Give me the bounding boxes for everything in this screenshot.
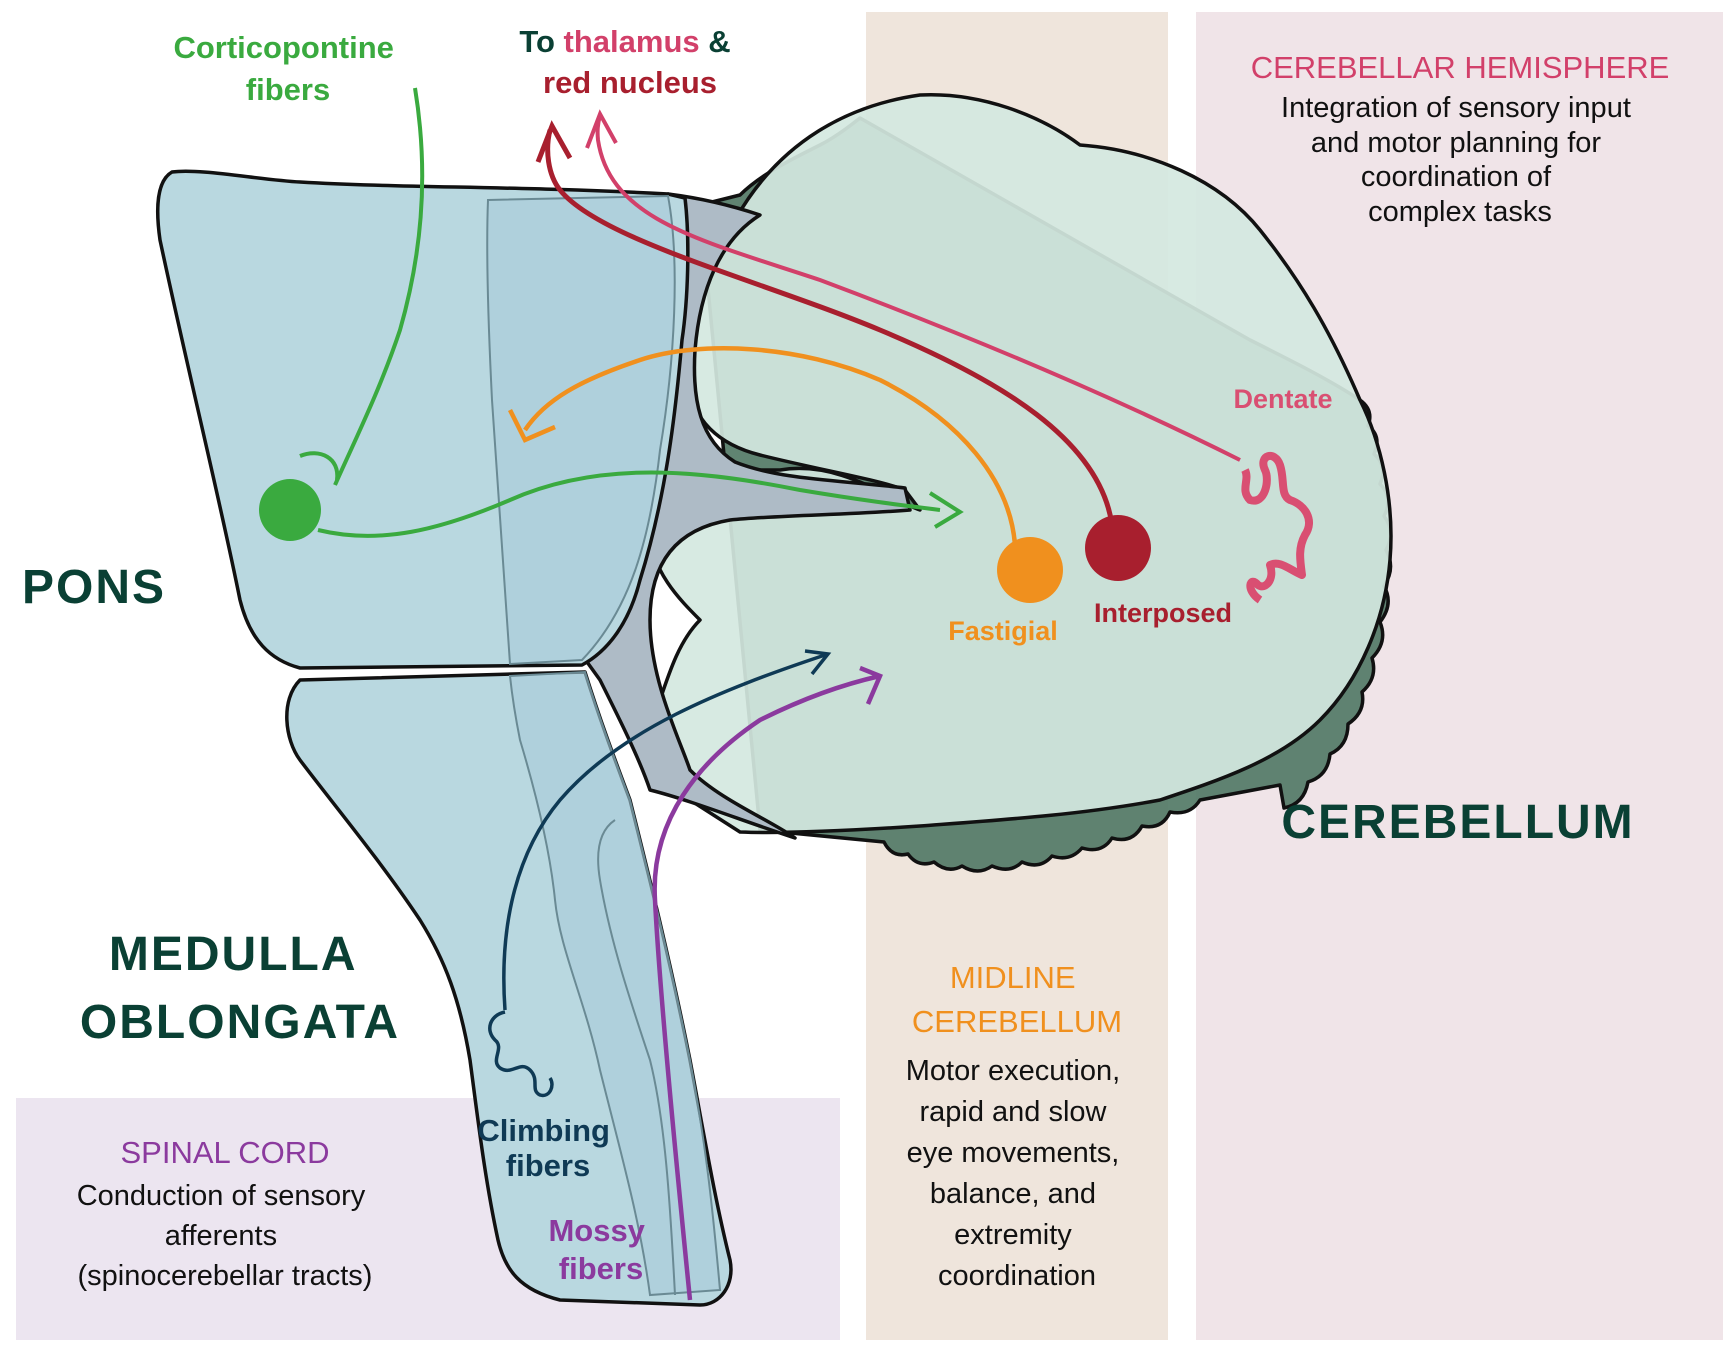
spinal-cord-title: SPINAL CORD xyxy=(120,1135,329,1170)
dentate-nucleus xyxy=(1241,452,1313,604)
midline-cerebellum-title: MIDLINE CEREBELLUM xyxy=(912,960,1122,1039)
pons-label: PONS xyxy=(22,561,166,614)
interposed-nucleus xyxy=(1085,515,1151,581)
to-thalamus-label: To thalamus & xyxy=(519,24,730,59)
mossy-arrowhead xyxy=(859,665,883,705)
deep-cerebellar-nuclei xyxy=(997,452,1313,604)
corticopontine-fiber xyxy=(333,87,425,486)
pontocerebellar-arrowhead xyxy=(928,491,964,529)
mossy-fibers-label: Mossy fibers xyxy=(548,1213,653,1286)
climbing-fiber-terminal xyxy=(488,1010,554,1098)
pontocerebellar-fiber xyxy=(317,470,941,538)
climbing-arrowhead xyxy=(804,649,832,676)
corticopontine-label: Corticopontine fibers xyxy=(173,30,402,107)
medulla-oblongata-label: MEDULLA OBLONGATA xyxy=(80,928,400,1049)
fastigial-efferent xyxy=(523,346,1018,546)
interposed-efferent xyxy=(545,129,1115,526)
cerebellum-structure xyxy=(638,92,1393,873)
fastigial-arrowhead xyxy=(507,408,556,443)
red-nucleus-label: red nucleus xyxy=(543,65,717,100)
pontine-neuron xyxy=(259,479,321,541)
fastigial-nucleus xyxy=(997,537,1063,603)
dentate-arrowhead xyxy=(585,109,618,149)
midline-cerebellum-description: Motor execution, rapid and slow eye move… xyxy=(906,1055,1128,1292)
medulla-inner-contour xyxy=(597,819,676,1296)
cerebellar-hemisphere-description: Integration of sensory input and motor p… xyxy=(1281,92,1639,228)
interposed-arrowhead xyxy=(535,120,573,163)
dentate-efferent xyxy=(595,115,1241,462)
interposed-label: Interposed xyxy=(1094,598,1232,628)
cerebellar-hemisphere-title: CEREBELLAR HEMISPHERE xyxy=(1251,50,1670,85)
climbing-fiber xyxy=(502,653,826,1011)
efferent-pathways xyxy=(507,109,1241,546)
afferent-pathways xyxy=(488,649,883,1301)
dentate-label: Dentate xyxy=(1233,384,1332,414)
climbing-fibers-label: Climbing fibers xyxy=(477,1113,618,1183)
corticopontine-synapse xyxy=(299,451,340,481)
cerebellum-label: CEREBELLUM xyxy=(1281,796,1634,849)
spinal-cord-description: Conduction of sensory afferents (spinoce… xyxy=(77,1180,374,1292)
pons-medial-band xyxy=(486,194,676,666)
corticopontine-pathway xyxy=(259,87,964,541)
mossy-fiber xyxy=(652,673,881,1301)
fastigial-label: Fastigial xyxy=(948,616,1058,646)
